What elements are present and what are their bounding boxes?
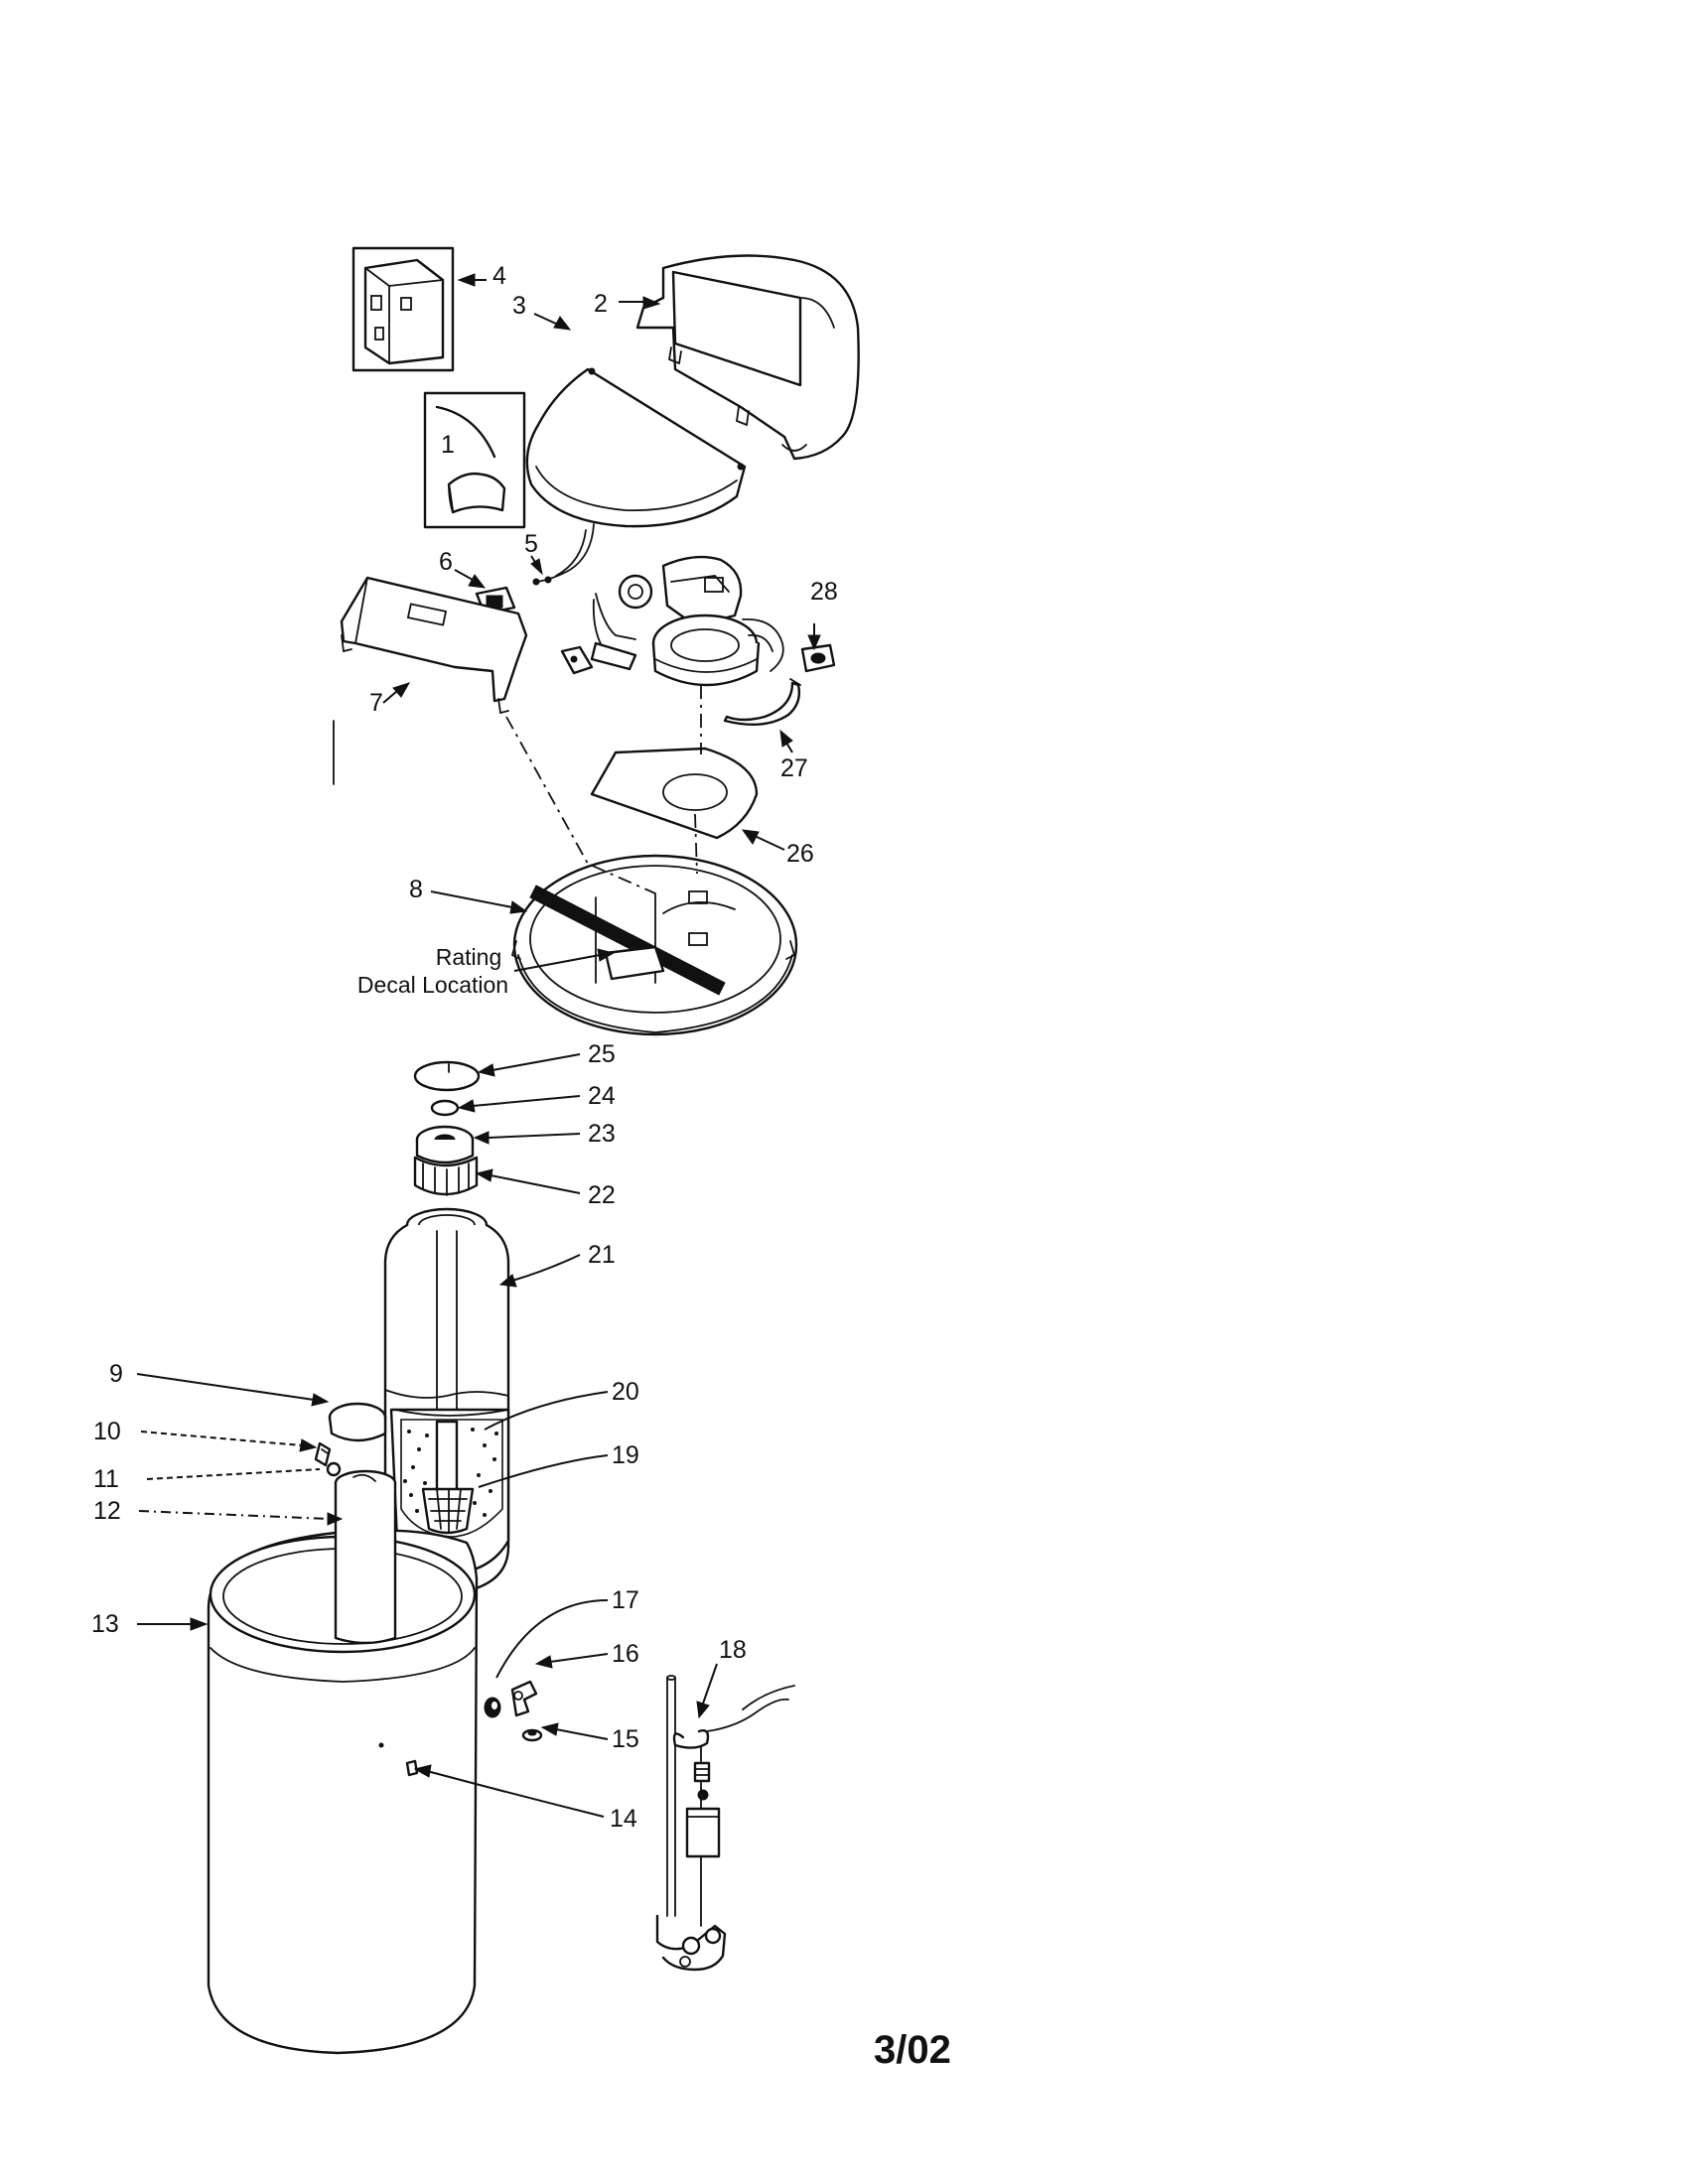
- part-2-top-cover: [635, 254, 860, 461]
- callout-label-16: 16: [612, 1640, 639, 1668]
- callout-label-2: 2: [594, 290, 608, 318]
- callout-label-11: 11: [93, 1465, 119, 1493]
- part-6-timer-board: [475, 586, 516, 615]
- part-5-wire-harness: [532, 523, 595, 586]
- callout-label-24: 24: [588, 1082, 616, 1110]
- callout-label-7: 7: [369, 689, 383, 717]
- part-14-overflow-fitting: [378, 1742, 419, 1777]
- callout-label-18: 18: [719, 1636, 747, 1664]
- alignment-lines: [333, 685, 702, 894]
- part-7-control-faceplate: [340, 576, 528, 715]
- callout-labels: 4 2 3 1 5 6 7 28 27 26 8 Rating Decal Lo…: [91, 262, 951, 2072]
- callout-label-10: 10: [93, 1418, 121, 1445]
- part-1-channel-pad: [423, 391, 526, 529]
- callout-label-14: 14: [610, 1805, 637, 1833]
- part-17-seal: [484, 1697, 501, 1718]
- part-15-clamp: [521, 1728, 543, 1742]
- part-23-adapter-top: [415, 1125, 475, 1164]
- part-3-salt-lid: [525, 367, 747, 528]
- part-10-clip: [314, 1441, 332, 1467]
- part-8-rim-base: [510, 854, 798, 1036]
- rating-note-line-2: Decal Location: [357, 972, 508, 998]
- callout-label-13: 13: [91, 1610, 119, 1638]
- part-25-large-o-ring: [413, 1060, 481, 1092]
- callout-label-3: 3: [512, 292, 526, 320]
- part-11-grommet: [326, 1461, 342, 1477]
- callout-label-17: 17: [612, 1586, 639, 1614]
- callout-label-25: 25: [588, 1040, 616, 1068]
- callout-label-1: 1: [441, 431, 455, 459]
- callout-label-26: 26: [786, 840, 814, 868]
- callout-label-21: 21: [588, 1241, 616, 1269]
- part-16-elbow-fitting: [510, 1680, 538, 1717]
- rating-note-line-1: Rating: [436, 944, 501, 970]
- callout-label-5: 5: [524, 530, 538, 558]
- callout-label-19: 19: [612, 1441, 639, 1469]
- part-9-brinewell-cover: [328, 1402, 387, 1442]
- part-19-distributor-basket: [421, 1487, 475, 1535]
- part-4-transformer: [351, 246, 455, 372]
- callout-label-9: 9: [109, 1360, 123, 1388]
- part-18-float-assembly: [655, 1675, 795, 1972]
- callout-label-4: 4: [492, 262, 506, 290]
- part-22-tank-adapter: [413, 1156, 479, 1196]
- callout-label-8: 8: [409, 876, 423, 903]
- callout-label-23: 23: [588, 1120, 616, 1148]
- callout-label-27: 27: [780, 754, 808, 782]
- drive-motor-assembly: [560, 555, 784, 687]
- part-26-rim-plate: [590, 747, 759, 840]
- callout-label-20: 20: [612, 1378, 639, 1406]
- callout-label-15: 15: [612, 1725, 639, 1753]
- part-27-retainer-strap: [723, 678, 801, 726]
- callout-label-12: 12: [93, 1497, 121, 1525]
- date-code: 3/02: [874, 2028, 951, 2072]
- callout-label-6: 6: [439, 548, 453, 576]
- part-13-salt-storage-tank: [207, 1529, 479, 2055]
- part-24-small-o-ring: [430, 1099, 460, 1117]
- callout-label-28: 28: [810, 578, 838, 606]
- callout-leaders: [136, 273, 821, 1818]
- part-12-brinewell: [334, 1469, 397, 1645]
- part-28-bracket: [800, 643, 836, 673]
- callout-label-22: 22: [588, 1181, 616, 1209]
